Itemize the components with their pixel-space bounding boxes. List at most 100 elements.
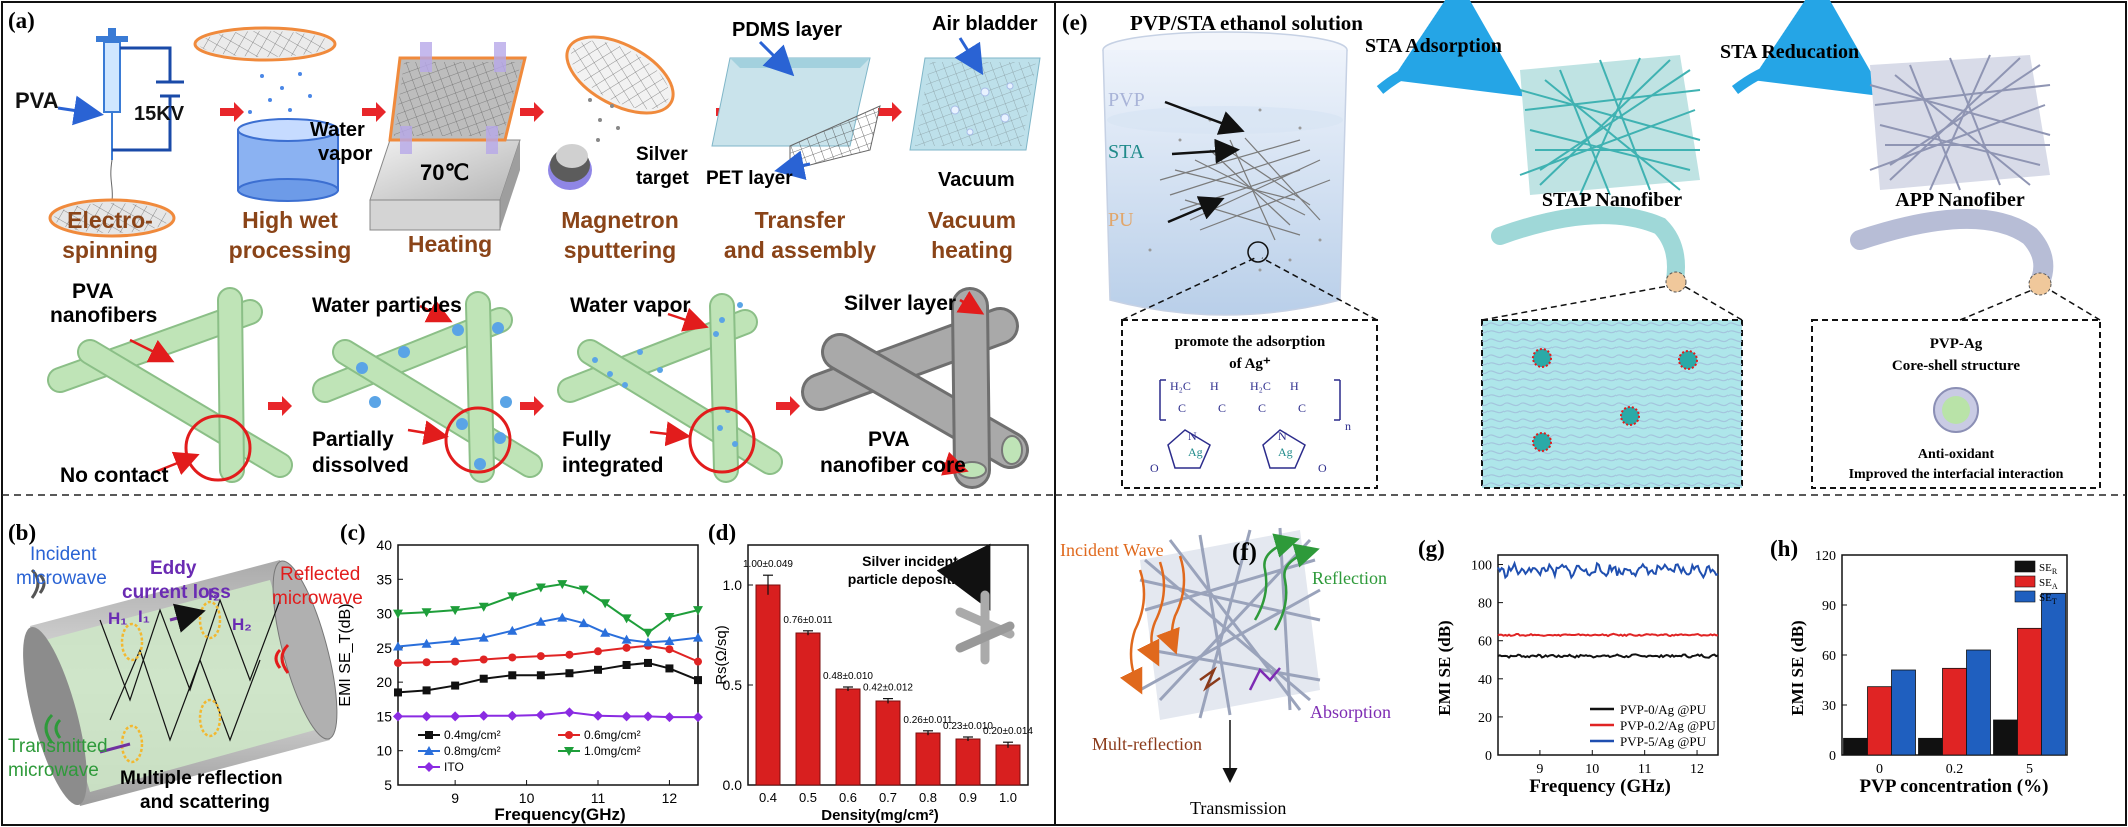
reduction-label: STA Reducation [1720,41,1859,63]
chart-d-ylabel: Rs(Ω/sq) [713,625,730,685]
chart-c-point [478,710,489,721]
voltage-label: 15KV [134,103,185,125]
chart-c-xtick-label: 10 [519,790,535,806]
chart-d-plot: 0.00.51.01.00±0.0490.40.76±0.0110.50.48±… [723,544,1033,805]
chart-h-bar [1891,669,1916,756]
fiber-diagram-2 [312,291,543,483]
box3-line-4: Improved the interfacial interaction [1849,467,2064,482]
chart-c-point [593,710,603,721]
transmitted-label-1: Transmitted [8,736,108,757]
silver-layer-label: Silver layer [844,292,956,315]
stap-mesh [1519,55,1701,196]
panel-e: (e) PVP/STA ethanol solution PVP STA [1062,0,2101,489]
chart-c-point [535,583,546,593]
chart-c-point [507,625,518,635]
chart-c-point [694,676,702,685]
chart-c-point [622,661,631,669]
step-6-line-1: Vacuum [928,207,1016,233]
chart-c-ytick-label: 30 [376,606,392,622]
absorption-label: Absorption [1310,702,1391,722]
chart-c-point [508,653,517,662]
sputtering [548,35,675,190]
chart-c-point [536,671,545,680]
pva-label: PVA [15,88,59,113]
chem-ag-2: Ag [1278,445,1293,459]
step-4-line-2: sputtering [564,237,676,263]
mult-reflection-label: Mult-reflection [1092,734,1202,754]
solution-title: PVP/STA ethanol solution [1130,11,1363,35]
chart-d-data-label: 1.00±0.049 [743,559,793,570]
chart-c-ytick-label: 20 [376,674,392,690]
chart-h-legend-label: SER [2039,562,2058,576]
chart-c-point [421,638,432,648]
chart-g-ytick-label: 0 [1485,749,1492,764]
chart-h-ylabel: EMI SE (dB) [1788,620,1807,715]
silver-target-label-1: Silver [636,144,688,165]
arrow-fiber-1 [268,396,292,416]
detail-box-1 [1121,257,1378,489]
chart-g-legend-label: PVP-0.2/Ag @PU [1620,718,1716,733]
chart-d-xtick-label: 0.8 [919,790,937,805]
panel-b: (b) [8,520,363,813]
stap-label: STAP Nanofiber [1542,189,1682,211]
chart-h-xtick-label: 0.2 [1946,762,1964,777]
chart-g-xlabel: Frequency (GHz) [1529,776,1671,797]
chart-d-bar [955,738,981,786]
chart-c-point [557,612,568,622]
incident-label-1: Incident [30,544,97,565]
chart-g-series-line [1497,632,1719,638]
pet-label: PET layer [706,168,793,189]
silver-target-label-2: target [636,168,689,189]
chart-c-point [693,632,703,642]
chart-d-annotation-2: particle deposition [848,571,972,587]
chart-c-point [565,650,574,659]
chart-c-point [479,655,488,664]
chart-d-data-label: 0.42±0.012 [863,683,913,694]
panel-f-label: (f) [1232,539,1257,566]
chart-c-legend-marker [424,762,434,772]
fiber-diagram-1 [47,287,293,483]
step-1-line-2: spinning [62,237,158,263]
arrow-fiber-3 [776,396,800,416]
chart-c-point [643,711,653,722]
chart-c-legend-label: 0.8mg/cm² [444,744,501,758]
panel-b-label: (b) [8,520,36,545]
app-fiber-end [2028,272,2052,296]
chart-c-point [478,602,489,612]
water-particles-label: Water particles [312,294,462,317]
vacuum-assembly [909,37,1041,151]
chart-d-xlabel: Density(mg/cm²) [821,807,939,824]
step-3-line-1: Heating [408,231,492,257]
chart-c-point [643,637,653,647]
chart-c-series-line [397,661,699,694]
chart-d-xtick-label: 1.0 [999,790,1017,805]
h2-label: H₂ [232,615,252,634]
chart-g-xtick-label: 12 [1690,762,1704,777]
chart-c-xlabel: Frequency(GHz) [494,805,625,824]
chart-c-ytick-label: 25 [376,640,392,656]
chart-d-data-label: 0.48±0.010 [823,671,873,682]
chart-c-point [394,688,402,697]
chart-d-bar [915,732,941,786]
transmission-label: Transmission [1190,798,1286,818]
chart-c-point [393,711,403,722]
fully-label-1: Fully [562,428,611,451]
chart-d-xtick-label: 0.9 [959,790,977,805]
step-1-line-1: Electro- [67,207,153,233]
chart-h-ytick-label: 0 [1829,749,1836,764]
chart-c-point [594,647,602,656]
chart-c-xtick-label: 11 [591,790,606,806]
arrow-fiber-2 [520,396,544,416]
panel-d-label: (d) [708,520,736,545]
reflected-label-1: Reflected [280,564,360,585]
step-2-line-1: High wet [242,207,338,233]
chart-d-ytick-label: 0.5 [723,677,743,693]
chart-c-ylabel: EMI SE_T(dB) [337,603,354,706]
chart-c-point [393,609,403,619]
chart-c-point [594,665,602,674]
chart-c-point [600,627,611,637]
chart-c-point [565,669,574,678]
